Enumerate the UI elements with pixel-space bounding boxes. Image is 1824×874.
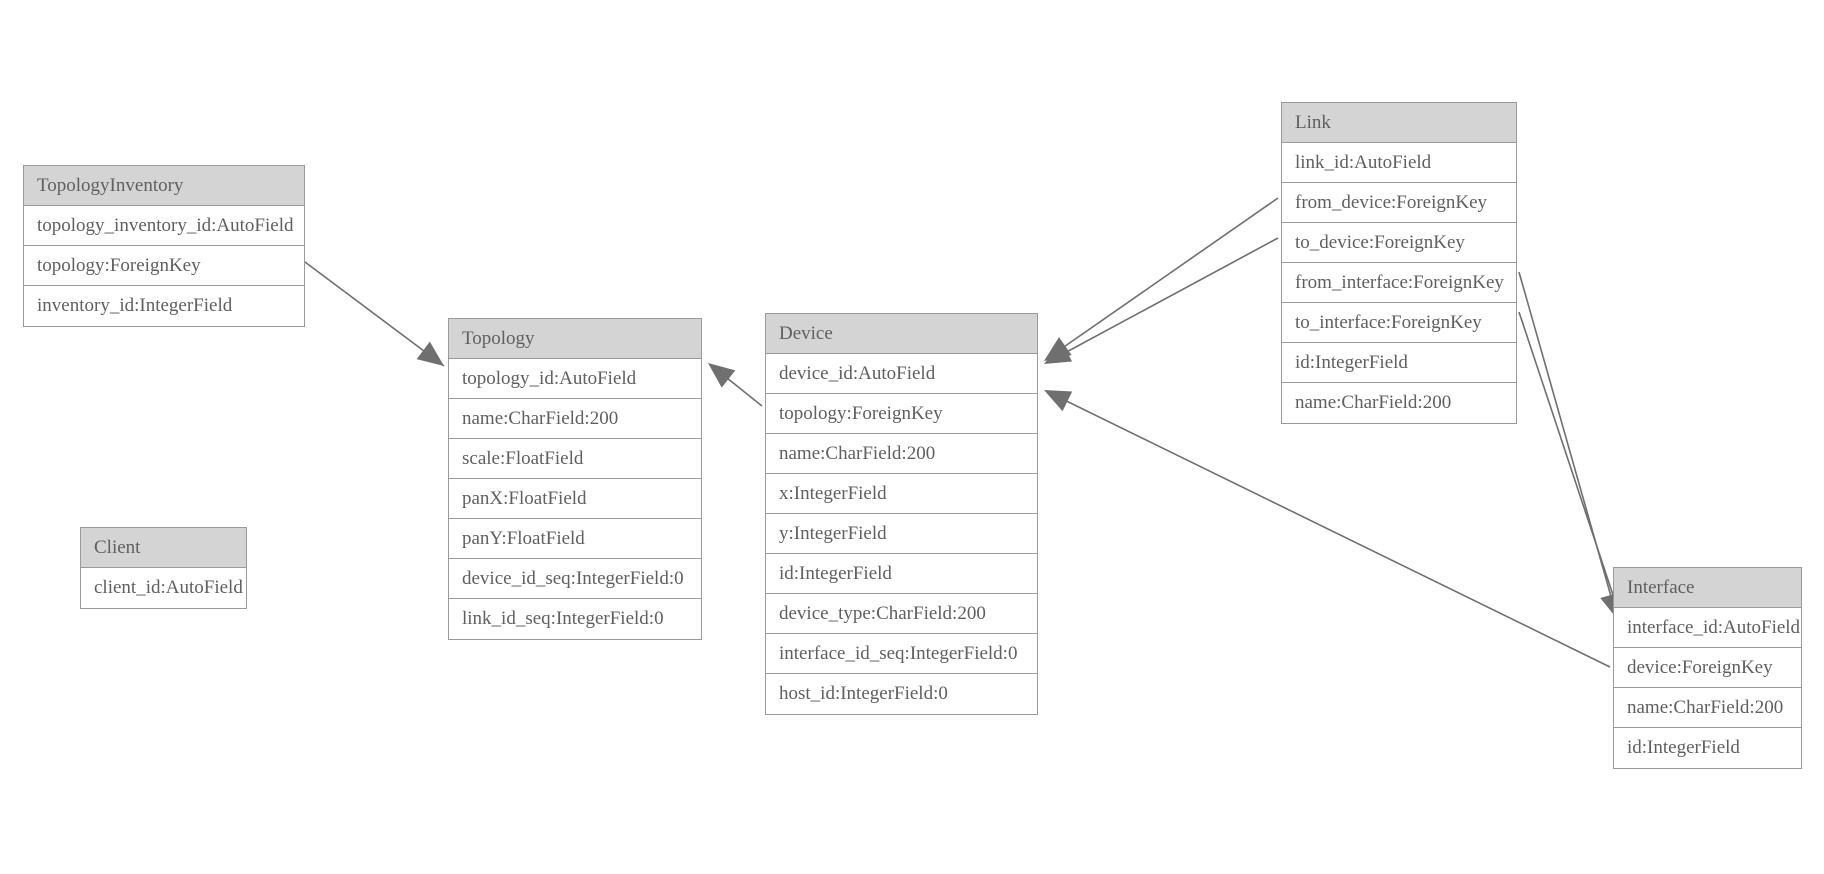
relationship-link-to-device [1044, 237, 1279, 364]
entity-field-row[interactable]: host_id:IntegerField:0 [766, 674, 1037, 714]
entity-field-row[interactable]: client_id:AutoField [81, 568, 246, 608]
arrowhead [416, 341, 444, 366]
entity-field-row[interactable]: name:CharField:200 [1282, 383, 1516, 423]
entity-field-row[interactable]: device_type:CharField:200 [766, 594, 1037, 634]
entity-title-topology_inventory: TopologyInventory [24, 166, 304, 206]
entity-field-row[interactable]: to_device:ForeignKey [1282, 223, 1516, 263]
entity-title-client: Client [81, 528, 246, 568]
entity-field-row[interactable]: interface_id_seq:IntegerField:0 [766, 634, 1037, 674]
entity-title-topology: Topology [449, 319, 701, 359]
entity-field-row[interactable]: link_id_seq:IntegerField:0 [449, 599, 701, 639]
entity-field-row[interactable]: id:IntegerField [766, 554, 1037, 594]
arrowhead [708, 363, 736, 388]
entity-field-row[interactable]: name:CharField:200 [449, 399, 701, 439]
entity-field-row[interactable]: topology_id:AutoField [449, 359, 701, 399]
entity-field-row[interactable]: id:IntegerField [1282, 343, 1516, 383]
entity-field-row[interactable]: from_device:ForeignKey [1282, 183, 1516, 223]
entity-field-row[interactable]: panY:FloatField [449, 519, 701, 559]
entity-title-link: Link [1282, 103, 1516, 143]
entity-field-row[interactable]: inventory_id:IntegerField [24, 286, 304, 326]
relationship-topologyinventory-topology [304, 261, 445, 367]
arrowhead [1044, 337, 1072, 361]
entity-field-row[interactable]: from_interface:ForeignKey [1282, 263, 1516, 303]
entity-field-row[interactable]: topology:ForeignKey [24, 246, 304, 286]
entity-field-row[interactable]: panX:FloatField [449, 479, 701, 519]
entity-field-row[interactable]: device_id_seq:IntegerField:0 [449, 559, 701, 599]
arrowhead [1044, 342, 1073, 364]
entity-field-row[interactable]: id:IntegerField [1614, 728, 1801, 768]
entity-field-row[interactable]: topology_inventory_id:AutoField [24, 206, 304, 246]
entity-field-row[interactable]: x:IntegerField [766, 474, 1037, 514]
entity-title-interface: Interface [1614, 568, 1801, 608]
entity-field-row[interactable]: name:CharField:200 [766, 434, 1037, 474]
entity-field-row[interactable]: y:IntegerField [766, 514, 1037, 554]
entity-field-row[interactable]: device:ForeignKey [1614, 648, 1801, 688]
entity-field-row[interactable]: name:CharField:200 [1614, 688, 1801, 728]
entity-field-row[interactable]: link_id:AutoField [1282, 143, 1516, 183]
entity-title-device: Device [766, 314, 1037, 354]
relationship-device-topology [708, 363, 763, 407]
relationship-link-from-device [1044, 197, 1279, 361]
entity-field-row[interactable]: interface_id:AutoField [1614, 608, 1801, 648]
arrowhead [1044, 390, 1073, 412]
entity-field-row[interactable]: scale:FloatField [449, 439, 701, 479]
entity-field-row[interactable]: to_interface:ForeignKey [1282, 303, 1516, 343]
entity-field-row[interactable]: device_id:AutoField [766, 354, 1037, 394]
entity-field-row[interactable]: topology:ForeignKey [766, 394, 1037, 434]
